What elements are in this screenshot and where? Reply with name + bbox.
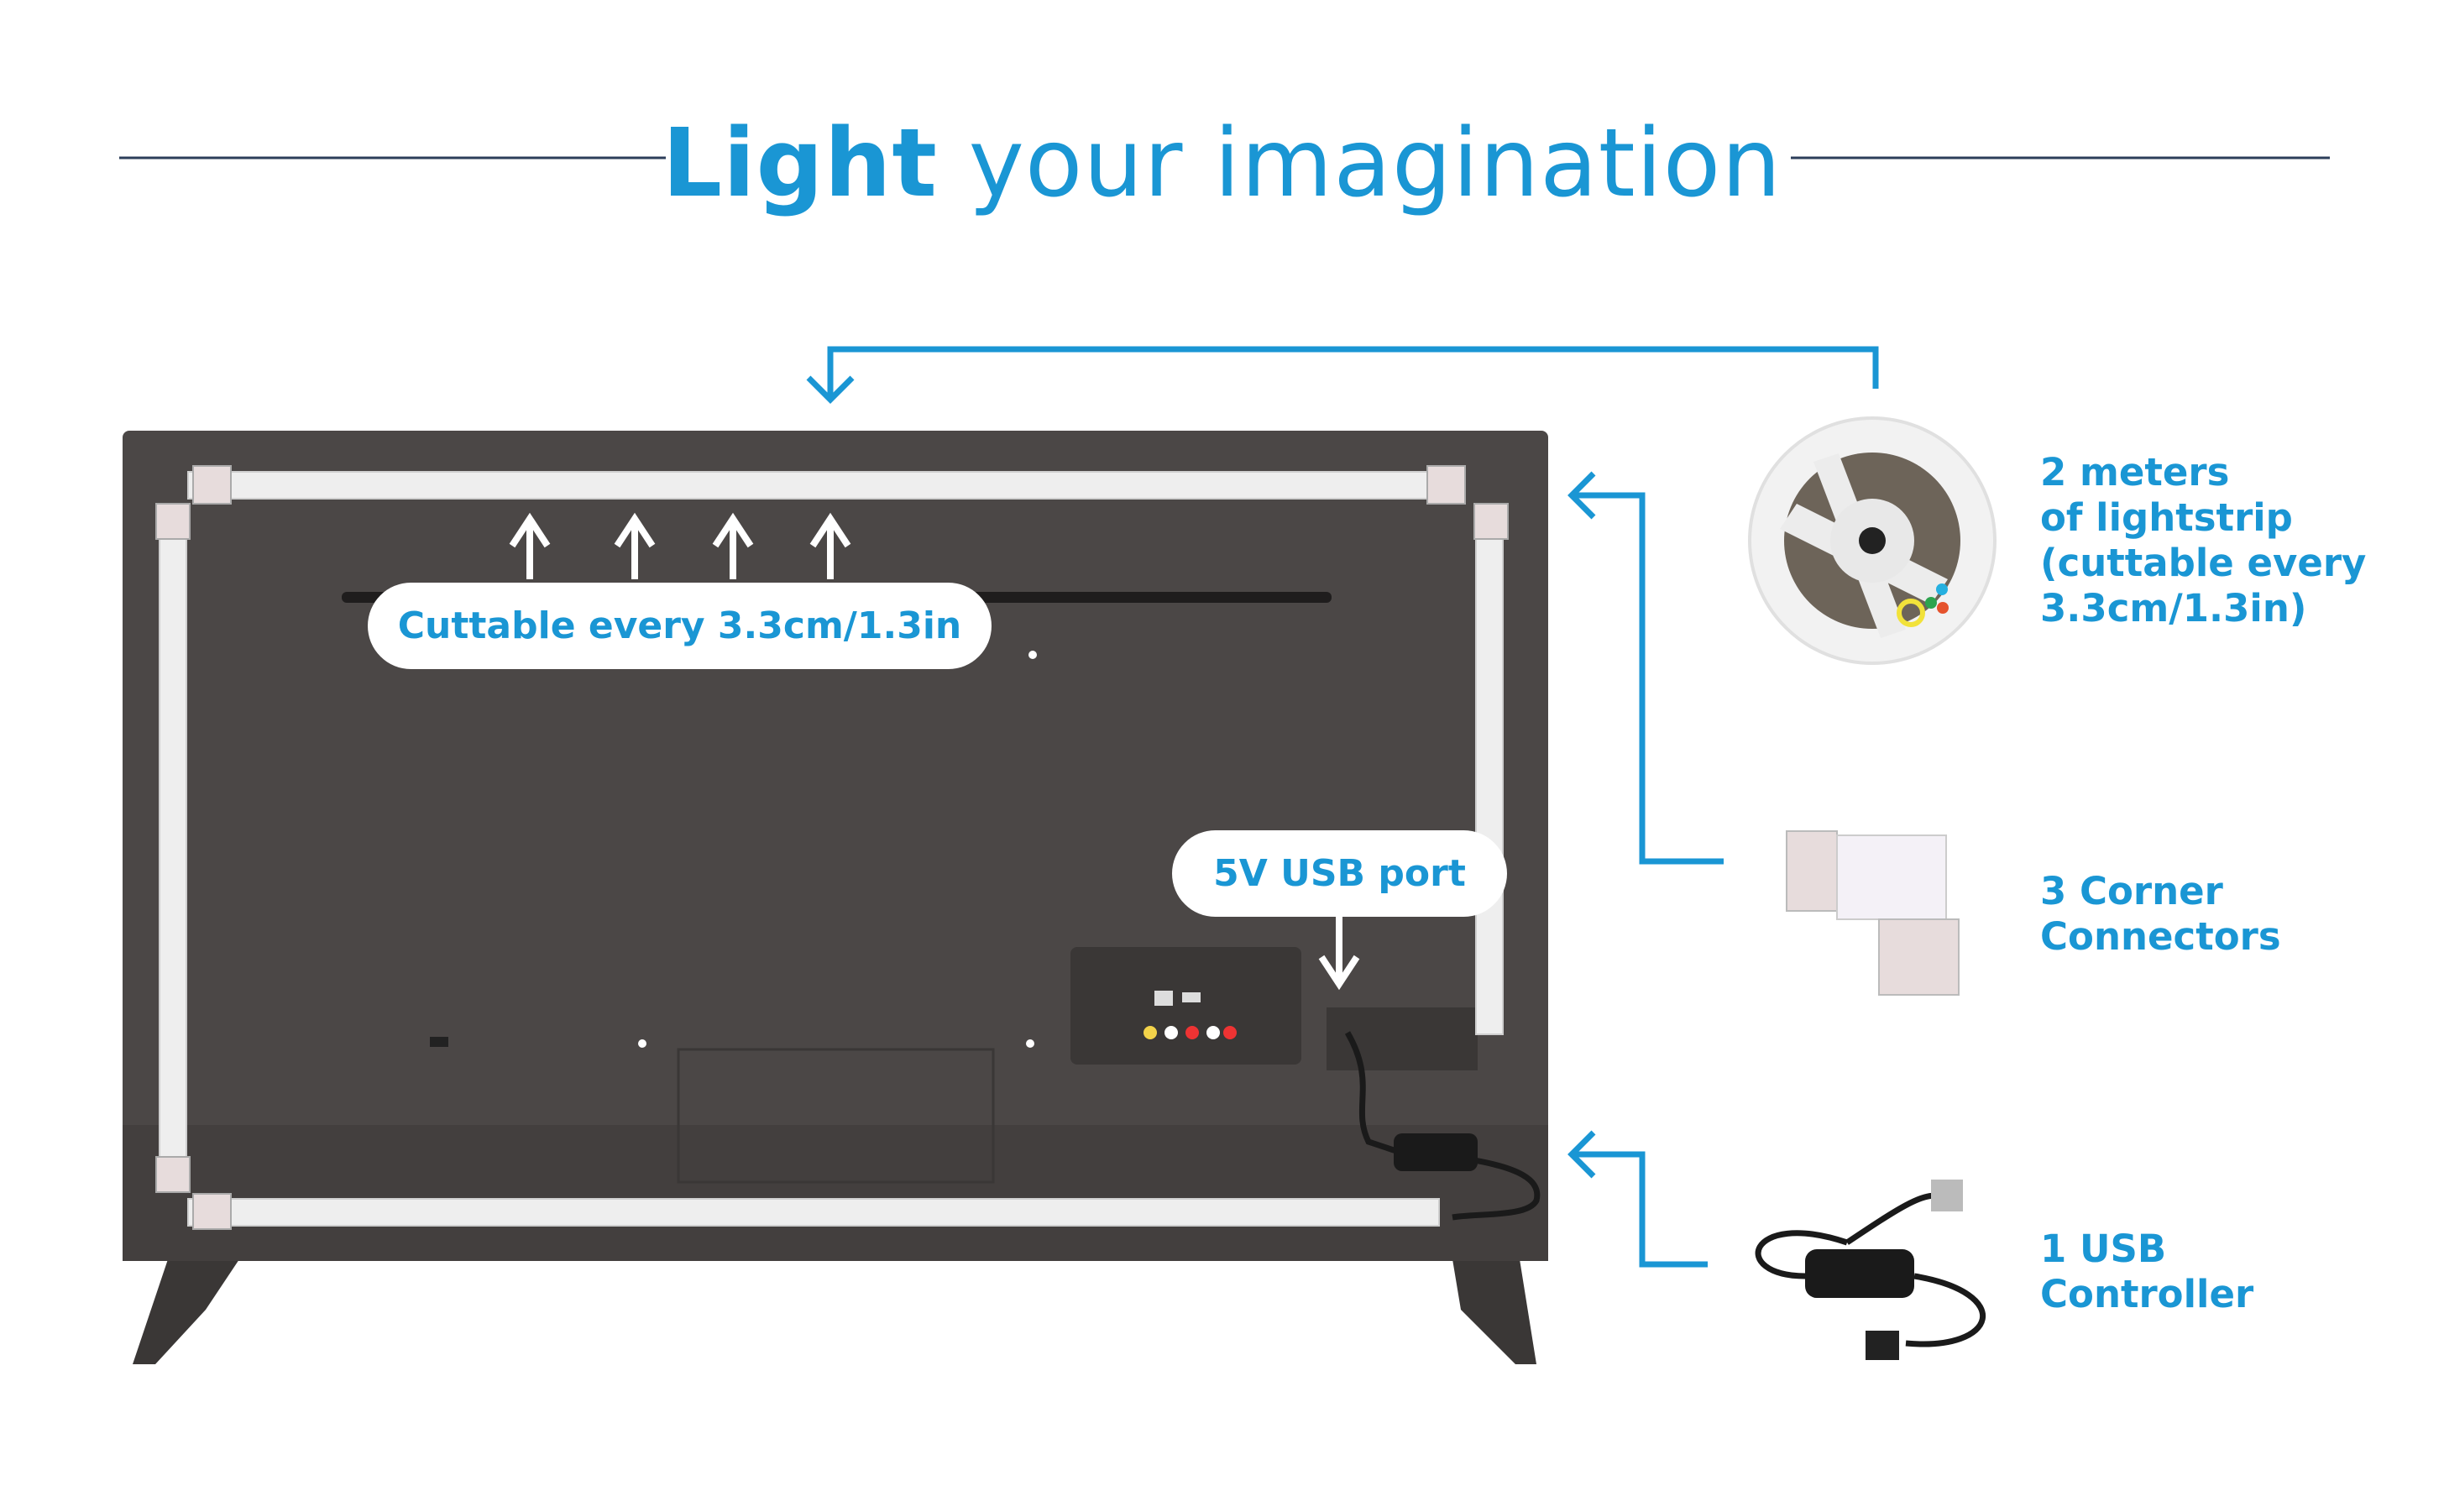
item-corner-connectors-label: 3 Corner Connectors: [2040, 869, 2281, 960]
label-line: of lightstrip: [2040, 495, 2293, 540]
label-line: Connectors: [2040, 914, 2281, 959]
tv-leg-right: [1452, 1259, 1536, 1364]
connector-arrow-corners: [1567, 471, 1724, 865]
usb-port-arrow: [1318, 917, 1360, 991]
usb-controller-image: [1755, 1180, 1986, 1360]
page-title: Light your imagination: [0, 109, 2444, 218]
callout-cuttable: Cuttable every 3.3cm/1.3in: [368, 583, 992, 669]
cut-arrows: [509, 512, 851, 579]
item-lightstrip-label: 2 meters of lightstrip (cuttable every 3…: [2040, 450, 2366, 631]
callout-usb-port: 5V USB port: [1172, 830, 1507, 917]
label-line: 2 meters: [2040, 450, 2230, 494]
label-line: Controller: [2040, 1272, 2254, 1316]
corner-connector-image: [1786, 830, 1960, 996]
item-usb-controller-label: 1 USB Controller: [2040, 1227, 2253, 1317]
label-line: 1 USB: [2040, 1227, 2167, 1271]
usb-cable: [1344, 1031, 1541, 1221]
title-rest: your imagination: [968, 109, 1782, 218]
label-line: 3 Corner: [2040, 869, 2223, 913]
tv-leg-left: [133, 1259, 239, 1364]
lightstrip-reel-image: [1748, 416, 1997, 665]
corner-connectors-installed: [155, 465, 1509, 1230]
label-line: (cuttable every: [2040, 541, 2367, 585]
connector-arrow-controller: [1567, 1130, 1708, 1268]
io-panel: [1070, 947, 1301, 1065]
label-line: 3.3cm/1.3in): [2040, 586, 2307, 630]
title-bold: Light: [662, 109, 938, 218]
connector-arrow-strip: [806, 346, 1879, 404]
